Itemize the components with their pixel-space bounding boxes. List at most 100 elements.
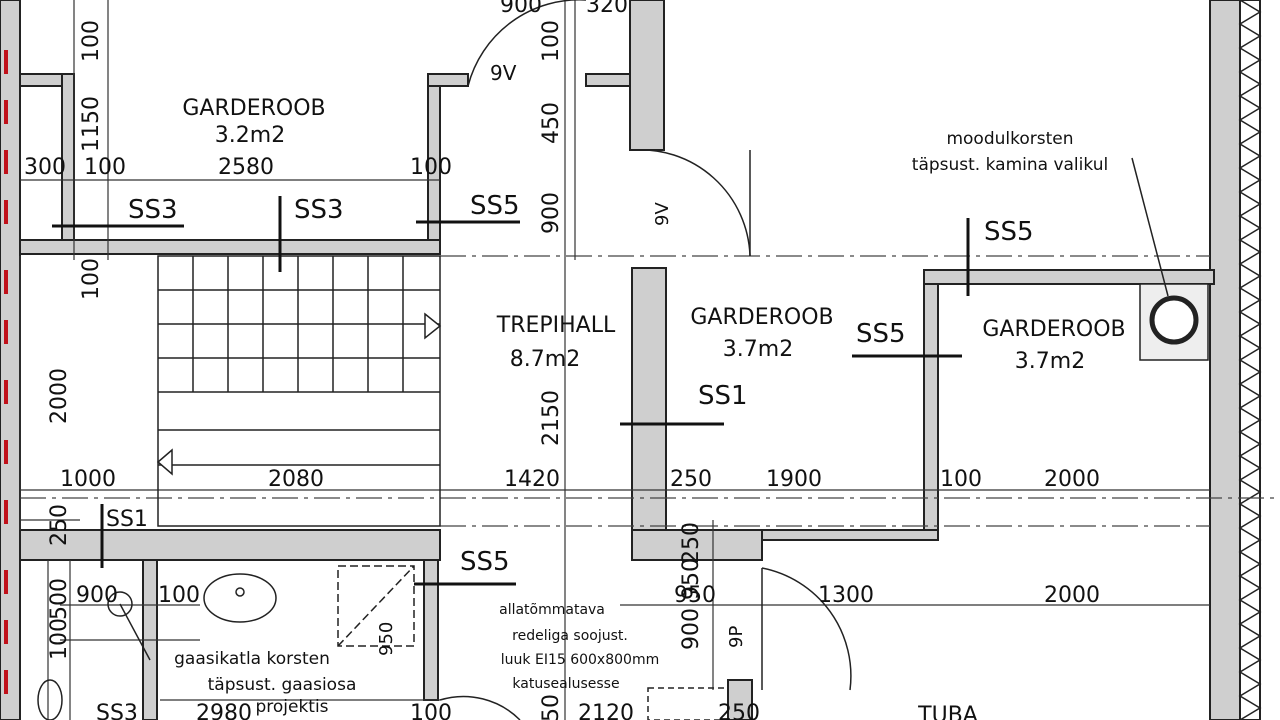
dim-h-2000-b: 2000 bbox=[1044, 583, 1100, 608]
room-garderoob2-area: 3.7m2 bbox=[723, 337, 793, 362]
dimension-labels: 900 320 100 1150 100 2000 250 500 100 10… bbox=[24, 0, 1100, 720]
dimension-lines bbox=[19, 0, 1210, 720]
room-garderoob2-name: GARDEROOB bbox=[690, 305, 833, 330]
dim-shaft-950: 950 bbox=[376, 622, 397, 656]
dim-h-100-c: 100 bbox=[940, 467, 982, 492]
door-swing-garderoob2 bbox=[631, 148, 751, 257]
dim-h-1900: 1900 bbox=[766, 467, 822, 492]
note-gas-sub1: täpsust. gaasiosa bbox=[208, 675, 357, 695]
note-hatch-1: allatõmmatava bbox=[499, 602, 605, 618]
dim-v-900: 900 bbox=[539, 192, 564, 234]
dim-v-950: 950 bbox=[679, 558, 704, 600]
dim-h-1420: 1420 bbox=[504, 467, 560, 492]
room-tuba-name: TUBA bbox=[917, 703, 978, 720]
dim-h-1300: 1300 bbox=[818, 583, 874, 608]
room-garderoob1-area: 3.2m2 bbox=[215, 123, 285, 148]
section-ss5-d: SS5 bbox=[460, 547, 510, 577]
dim-v-450: 450 bbox=[539, 102, 564, 144]
section-ss5-a: SS5 bbox=[470, 191, 520, 221]
section-lines bbox=[52, 196, 970, 586]
dim-top-320: 320 bbox=[586, 0, 628, 18]
wall-upper-stub bbox=[585, 73, 631, 87]
dim-h-2980: 2980 bbox=[196, 701, 252, 720]
right-exterior-wall bbox=[1209, 0, 1241, 720]
doors bbox=[439, 0, 852, 720]
section-ss3-c: SS3 bbox=[96, 701, 138, 720]
dim-v-1150: 1150 bbox=[79, 96, 104, 152]
section-ss5-c: SS5 bbox=[856, 319, 906, 349]
section-ss1-b: SS1 bbox=[106, 507, 148, 532]
note-hatch-3: luuk EI15 600x800mm bbox=[501, 652, 659, 668]
door-swing-top bbox=[467, 0, 586, 87]
room-labels: GARDEROOB 3.2m2 TREPIHALL 8.7m2 GARDEROO… bbox=[182, 96, 1125, 720]
wall-garderoob-divider bbox=[923, 269, 939, 541]
section-ss3-a: SS3 bbox=[128, 195, 178, 225]
fixtures bbox=[37, 157, 1209, 720]
door-swing-lower bbox=[439, 695, 521, 720]
dim-h-2580: 2580 bbox=[218, 155, 274, 180]
dim-v-900-b: 900 bbox=[679, 608, 704, 650]
axis-lines bbox=[20, 255, 1280, 527]
section-labels: SS3 SS3 SS5 SS5 SS5 SS1 SS1 SS5 SS3 bbox=[96, 191, 1034, 720]
dim-v-2000: 2000 bbox=[47, 368, 72, 424]
wall-garderoob3-top bbox=[923, 269, 1215, 285]
wall-lower-center bbox=[423, 559, 439, 701]
dim-h-100-d: 100 bbox=[158, 583, 200, 608]
section-ss3-b: SS3 bbox=[294, 195, 344, 225]
toilet bbox=[37, 679, 63, 720]
chimney-flue bbox=[1149, 295, 1199, 345]
room-trepihall-name: TREPIHALL bbox=[496, 313, 616, 338]
dim-h-300: 300 bbox=[24, 155, 66, 180]
dim-v-250-b: 250 bbox=[679, 522, 704, 564]
note-hatch-2: redeliga soojust. bbox=[512, 628, 628, 644]
dim-top-900: 900 bbox=[500, 0, 542, 18]
room-garderoob1-name: GARDEROOB bbox=[182, 96, 325, 121]
dim-v-100-left: 100 bbox=[79, 258, 104, 300]
dim-v-50: 50 bbox=[539, 694, 564, 720]
room-garderoob3-name: GARDEROOB bbox=[982, 317, 1125, 342]
section-ss1-a: SS1 bbox=[698, 381, 748, 411]
door-label-9v-top: 9V bbox=[490, 61, 517, 85]
door-swing-tuba bbox=[761, 567, 852, 691]
dim-h-900: 900 bbox=[76, 583, 118, 608]
dim-h-2000-a: 2000 bbox=[1044, 467, 1100, 492]
wash-basin bbox=[203, 573, 277, 623]
wall-garderoob1-bottom bbox=[19, 239, 441, 255]
dim-h-950: 950 bbox=[674, 583, 716, 608]
dim-v-2150: 2150 bbox=[539, 390, 564, 446]
dim-v-100-low: 100 bbox=[47, 618, 72, 660]
right-exterior-insulation bbox=[1239, 0, 1261, 720]
wall-top-left bbox=[19, 73, 69, 87]
gas-flue bbox=[107, 591, 133, 617]
note-gas-sub2: projektis bbox=[255, 697, 328, 717]
note-chimney-title: moodulkorsten bbox=[946, 129, 1073, 149]
insulation-hatch bbox=[1238, 0, 1262, 720]
annotations: moodulkorsten täpsust. kamina valikul ga… bbox=[174, 129, 1108, 717]
room-trepihall-area: 8.7m2 bbox=[510, 347, 580, 372]
dim-v-250: 250 bbox=[47, 504, 72, 546]
note-chimney-sub: täpsust. kamina valikul bbox=[912, 155, 1108, 175]
door-labels: 9V 9V 9P bbox=[490, 61, 747, 648]
dim-h-100-b: 100 bbox=[410, 155, 452, 180]
dim-v-100-top: 100 bbox=[79, 20, 104, 62]
dim-h-2120: 2120 bbox=[578, 701, 634, 720]
door-label-9v-mid: 9V bbox=[652, 202, 673, 226]
shaft bbox=[337, 565, 415, 647]
dim-h-250-b: 250 bbox=[718, 701, 760, 720]
staircase bbox=[156, 255, 442, 527]
section-ss5-b: SS5 bbox=[984, 217, 1034, 247]
dim-h-100-a: 100 bbox=[84, 155, 126, 180]
dim-v-500: 500 bbox=[47, 578, 72, 620]
door-label-9p: 9P bbox=[726, 626, 747, 648]
dim-h-250: 250 bbox=[670, 467, 712, 492]
dim-h-1000: 1000 bbox=[60, 467, 116, 492]
note-gas-title: gaasikatla korsten bbox=[174, 649, 330, 669]
room-garderoob3-area: 3.7m2 bbox=[1015, 349, 1085, 374]
dim-h-100-e: 100 bbox=[410, 701, 452, 720]
dim-v-100-mid: 100 bbox=[539, 20, 564, 62]
note-hatch-4: katusealusesse bbox=[512, 676, 619, 692]
dim-h-2080: 2080 bbox=[268, 467, 324, 492]
left-exterior-wall bbox=[0, 0, 21, 720]
